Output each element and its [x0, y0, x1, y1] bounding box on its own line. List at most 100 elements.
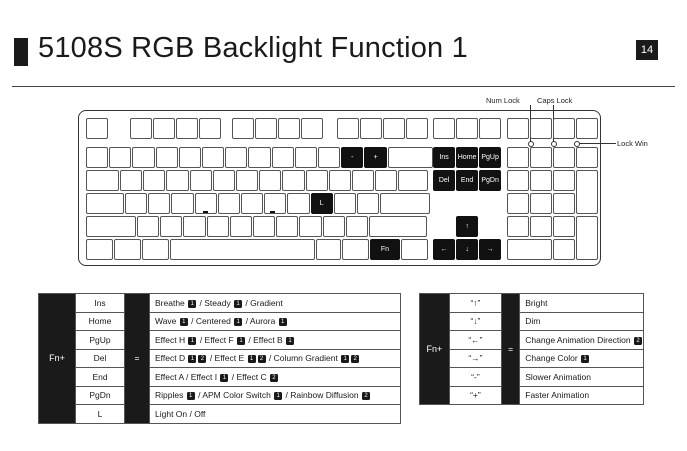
key-numpad	[553, 170, 576, 191]
key-letter	[229, 216, 252, 237]
key-f7	[278, 118, 301, 139]
mode-number-badge: 1	[286, 336, 295, 345]
key-letter	[375, 170, 398, 191]
key-sys	[433, 118, 456, 139]
key-f4	[199, 118, 222, 139]
key-f9	[337, 118, 360, 139]
key-letter	[264, 193, 287, 214]
key-numpad	[507, 193, 530, 214]
home-row-marker	[270, 211, 275, 213]
key-cell: PgUp	[75, 330, 125, 350]
mode-number-badge: 1	[220, 373, 229, 382]
key-num	[248, 147, 271, 168]
effect-text: Effect D	[155, 353, 188, 364]
effect-text: Ripples	[155, 390, 186, 401]
key-numpad	[530, 147, 553, 168]
effect-description: Slower Animation	[519, 367, 644, 387]
num-lock-callout: Num Lock	[486, 96, 520, 105]
key-end: End	[456, 170, 479, 191]
effect-text: / Centered	[188, 316, 234, 327]
key-letter	[206, 216, 229, 237]
lock-win-callout: Lock Win	[617, 139, 648, 148]
key-letter	[148, 193, 171, 214]
key-pgdn: PgDn	[479, 170, 502, 191]
key-numpad	[530, 216, 553, 237]
key-f5	[232, 118, 255, 139]
key-del: Del	[433, 170, 456, 191]
key-numpad	[553, 193, 576, 214]
effect-text: / APM Color Switch	[195, 390, 274, 401]
key-letter	[189, 170, 212, 191]
effect-description: Effect A / Effect I 1 / Effect C 2	[149, 367, 401, 387]
lock-win-leader	[578, 143, 616, 144]
key-fn: Fn	[370, 239, 400, 260]
effect-text: Faster Animation	[525, 390, 590, 401]
key-blank	[530, 118, 553, 139]
key-cell: “→”	[448, 348, 503, 368]
effect-text: / Effect F	[197, 334, 237, 345]
key-backspace	[387, 147, 433, 168]
key-l: L	[310, 193, 333, 214]
mode-number-badge: 1	[234, 299, 243, 308]
key-up: ↑	[456, 216, 479, 237]
key-numpad	[507, 216, 530, 237]
effect-text: Dim	[525, 316, 541, 327]
table-row: “+”Faster Animation	[420, 385, 644, 405]
key-letter	[282, 170, 305, 191]
key-f11	[383, 118, 406, 139]
key-blank	[553, 118, 576, 139]
key-f6	[255, 118, 278, 139]
key-letter	[212, 170, 235, 191]
key-numpad	[507, 170, 530, 191]
key-numpad-0	[507, 239, 552, 260]
key-f1	[130, 118, 153, 139]
effect-text: / Effect C	[229, 371, 269, 382]
key-sys	[456, 118, 479, 139]
mode-number-badge: 2	[257, 355, 266, 363]
key-letter	[287, 193, 310, 214]
num-lock-indicator	[528, 141, 534, 147]
key-letter	[328, 170, 351, 191]
key-num	[225, 147, 248, 168]
effect-description: Effect H 1 / Effect F 1 / Effect B 1	[149, 330, 401, 350]
effect-description: Ripples 1 / APM Color Switch 1 / Rainbow…	[149, 385, 401, 405]
effect-text: Bright	[525, 297, 548, 308]
key-num	[271, 147, 294, 168]
key-enter	[380, 193, 431, 214]
table-row: “←”Change Animation Direction 2	[420, 330, 644, 350]
caps-lock-callout: Caps Lock	[537, 96, 573, 105]
mode-number-badge: 1	[179, 318, 188, 326]
key-numpad	[530, 170, 553, 191]
effect-text: / Aurora	[243, 316, 278, 327]
header-divider	[12, 86, 675, 87]
key-right: →	[479, 239, 502, 260]
key-blank	[576, 118, 599, 139]
key-ctrl-right	[401, 239, 428, 260]
effect-text: Light On / Off	[155, 408, 206, 419]
key-ctrl	[86, 239, 113, 260]
key-cell: “↑”	[448, 293, 503, 313]
key-plus: +	[364, 147, 387, 168]
key-letter	[171, 193, 194, 214]
key-numpad	[553, 216, 576, 237]
mode-number-badge: 1	[341, 355, 350, 363]
key-letter	[241, 193, 264, 214]
key-num	[109, 147, 132, 168]
key-cell: L	[75, 404, 125, 424]
effect-description: Dim	[519, 311, 644, 331]
effect-description: Wave 1 / Centered 1 / Aurora 1	[149, 311, 401, 331]
key-cell: “-”	[448, 367, 503, 387]
key-caps	[86, 193, 124, 214]
effect-text: / Column Gradient	[266, 353, 341, 364]
key-f8	[301, 118, 324, 139]
effect-text: / Steady	[197, 297, 234, 308]
key-shift-left	[86, 216, 136, 237]
mode-number-badge: 1	[186, 392, 195, 400]
key-letter	[183, 216, 206, 237]
key-f12	[406, 118, 429, 139]
key-numpad-dot	[553, 239, 576, 260]
effect-text: Change Color	[525, 353, 581, 364]
table-row: PgUp Effect H 1 / Effect F 1 / Effect B 1	[39, 330, 401, 350]
mode-number-badge: 2	[351, 355, 360, 363]
